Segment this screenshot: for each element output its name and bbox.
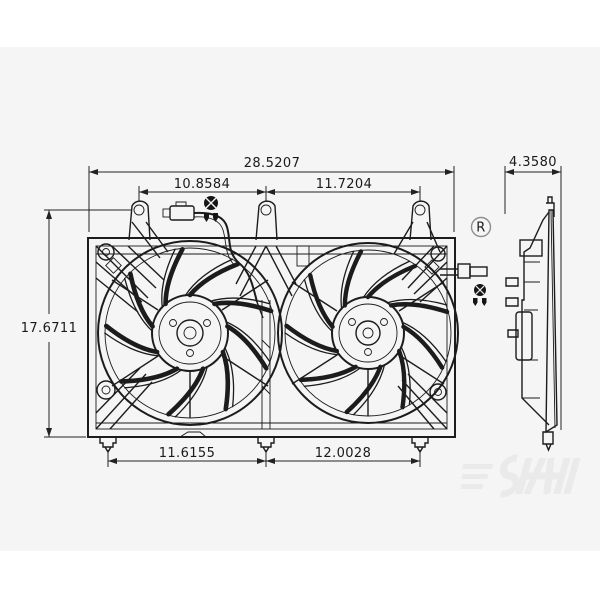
fan-right <box>277 242 459 424</box>
side-profile-view <box>505 196 558 452</box>
dim-overall-height-label: 17.6711 <box>21 321 78 336</box>
mounting-tab-top-center <box>255 200 278 241</box>
mounting-tab-top-right <box>409 200 432 241</box>
dim-overall-height: 17.6711 <box>21 209 132 438</box>
fan-left <box>97 240 283 426</box>
mounting-tab-top-left <box>128 200 151 241</box>
outlet-pipe <box>440 263 488 279</box>
dim-upper-left-span-label: 10.8584 <box>174 177 231 192</box>
dim-lower-left-span-label: 11.6155 <box>159 446 216 461</box>
dim-lower-left-span: 11.6155 <box>107 446 267 467</box>
bolt-icon-right <box>473 284 487 306</box>
dim-overall-width: 28.5207 <box>88 156 455 232</box>
registered-trademark-letter: R <box>476 221 485 236</box>
dim-upper-right-span-label: 11.7204 <box>316 177 373 192</box>
dim-upper-right-span: 11.7204 <box>266 177 421 202</box>
dim-overall-width-label: 28.5207 <box>244 156 301 171</box>
fan-right-hub <box>331 296 405 370</box>
mounting-peg-bottom-left <box>99 436 117 454</box>
fan-left-stator-arms <box>111 279 269 418</box>
fan-left-hub <box>151 294 229 372</box>
dim-side-depth-label: 4.3580 <box>509 155 557 170</box>
brand-watermark-icon <box>460 454 581 498</box>
dim-upper-left-span: 10.8584 <box>138 177 267 202</box>
corner-braces <box>95 221 448 430</box>
mounting-peg-bottom-center <box>257 436 275 454</box>
front-view-dual-fan-shroud <box>87 200 488 454</box>
registered-trademark-icon: R <box>470 216 492 238</box>
dim-side-depth: 4.3580 <box>504 155 562 430</box>
bolt-icon-top <box>204 196 218 222</box>
dim-lower-right-span-label: 12.0028 <box>315 446 372 461</box>
photo-background <box>0 47 600 551</box>
dim-lower-right-span: 12.0028 <box>266 446 421 467</box>
mounting-peg-bottom-right <box>411 436 429 454</box>
shroud-frame <box>87 237 456 438</box>
corner-bosses <box>96 243 447 401</box>
